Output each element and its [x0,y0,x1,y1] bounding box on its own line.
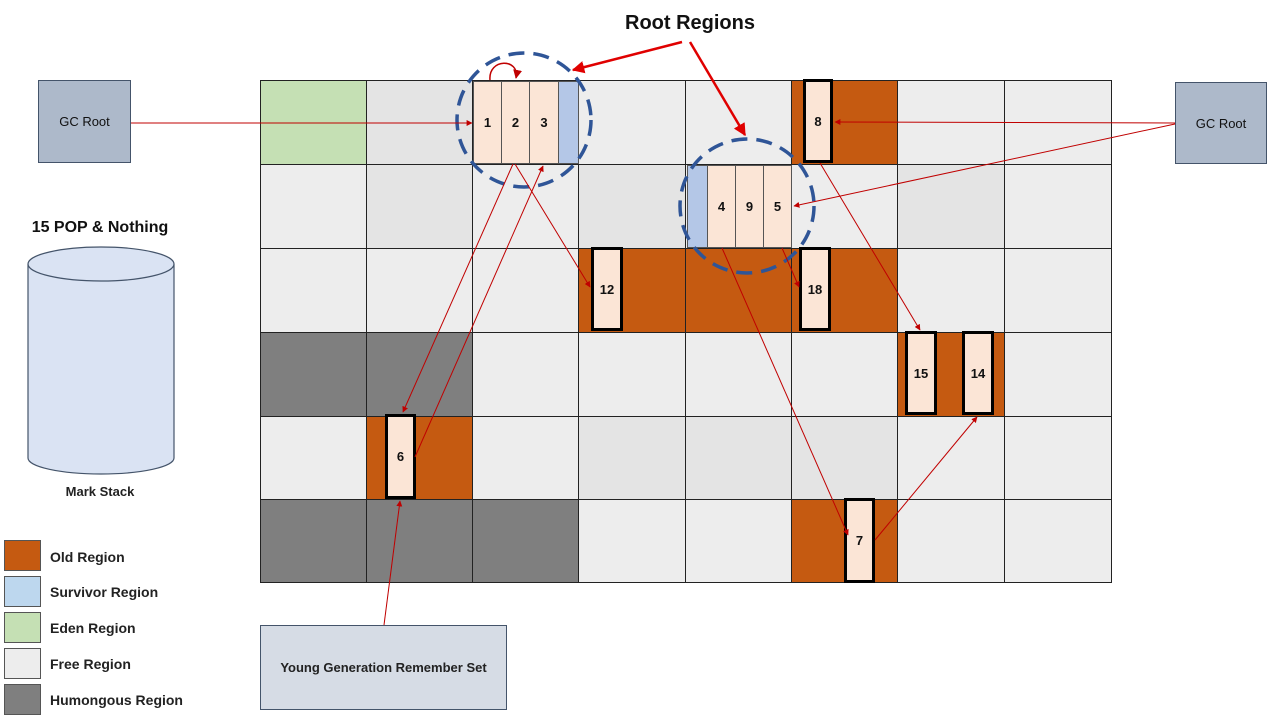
free-region [685,332,792,417]
object-8: 8 [803,79,833,163]
free-region [791,332,898,417]
free-region [366,248,473,333]
free-region [1004,164,1112,249]
title-arrow-left [571,40,683,74]
free-region [1004,80,1112,165]
object-4: 4 [707,165,736,248]
old-region [685,248,792,333]
free-region [472,416,579,500]
legend-label-survivor: Survivor Region [50,584,159,600]
object-9: 9 [735,165,764,248]
free-region [1004,499,1112,583]
free-region [1004,248,1112,333]
root-regions-title: Root Regions [625,12,755,34]
legend-label-humongous: Humongous Region [50,692,183,708]
free-region [472,164,579,249]
free-region [366,80,473,165]
survivor-stripe [687,165,708,248]
object-2: 2 [501,81,530,164]
free-region [897,80,1005,165]
legend-swatch-free [4,648,41,679]
legend: Old Region Survivor Region Eden Region F… [4,540,204,718]
free-region [791,164,898,249]
free-region [897,248,1005,333]
legend-swatch-old [4,540,41,571]
humongous-region [260,499,367,583]
free-region [685,499,792,583]
free-region [260,164,367,249]
eden-region [260,80,367,165]
object-15: 15 [905,331,937,415]
humongous-region [260,332,367,417]
legend-label-old: Old Region [50,549,125,565]
free-region [1004,332,1112,417]
object-6: 6 [385,414,416,499]
free-region [578,164,686,249]
survivor-stripe [558,81,579,164]
self-loop-arrow [489,62,522,81]
mark-stack-cylinder [27,246,175,475]
object-18: 18 [799,247,831,331]
free-region [685,416,792,500]
free-region [472,332,579,417]
gc-root-left: GC Root [38,80,131,163]
free-region [1004,416,1112,500]
free-region [578,416,686,500]
gc-root-right: GC Root [1175,82,1267,164]
free-region [472,248,579,333]
free-region [685,80,792,165]
free-region [260,416,367,500]
young-generation-remember-set: Young Generation Remember Set [260,625,507,710]
remember-set-label: Young Generation Remember Set [280,660,487,675]
free-region [260,248,367,333]
legend-swatch-humongous [4,684,41,715]
object-3: 3 [529,81,559,164]
object-14: 14 [962,331,994,415]
free-region [897,416,1005,500]
object-7: 7 [844,498,875,583]
free-region [897,164,1005,249]
humongous-region [472,499,579,583]
legend-swatch-eden [4,612,41,643]
free-region [578,332,686,417]
free-region [366,164,473,249]
object-5: 5 [763,165,792,248]
mark-stack-heading: 15 POP & Nothing [31,219,169,236]
legend-label-free: Free Region [50,656,131,672]
free-region [578,499,686,583]
free-region [791,416,898,500]
free-region [578,80,686,165]
mark-stack-label: Mark Stack [65,484,135,499]
object-12: 12 [591,247,623,331]
humongous-region [366,332,473,417]
legend-label-eden: Eden Region [50,620,136,636]
old-region [366,416,473,500]
legend-swatch-survivor [4,576,41,607]
humongous-region [366,499,473,583]
free-region [897,499,1005,583]
object-1: 1 [473,81,502,164]
